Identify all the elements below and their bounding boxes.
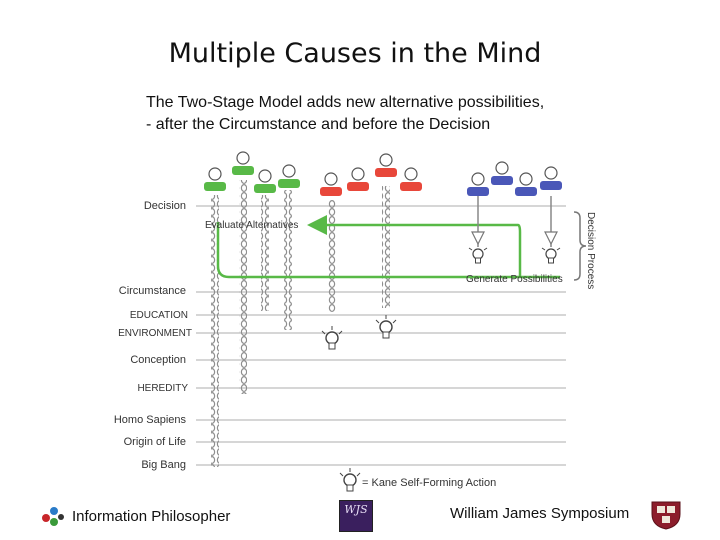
lightbulb-icon bbox=[542, 244, 560, 263]
evaluate-alternatives-label: Evaluate Alternatives bbox=[205, 220, 298, 231]
people-blue bbox=[467, 162, 562, 196]
level-lines bbox=[196, 206, 566, 465]
people-red bbox=[320, 154, 422, 196]
two-stage-model-diagram: Decision Circumstance EDUCATION ENVIRONM… bbox=[0, 0, 720, 500]
person-icon bbox=[320, 173, 342, 196]
person-icon bbox=[204, 168, 226, 191]
level-label-environment: ENVIRONMENT bbox=[118, 328, 192, 339]
legend-lightbulb-icon bbox=[340, 468, 360, 491]
person-icon bbox=[347, 168, 369, 191]
lightbulb-icon bbox=[376, 315, 396, 338]
chain-6 bbox=[382, 186, 390, 308]
person-icon bbox=[400, 168, 422, 191]
chain-3 bbox=[261, 195, 269, 311]
lightbulb-icon bbox=[469, 244, 487, 263]
decision-process-bracket bbox=[574, 212, 586, 280]
decision-process-label: Decision Process bbox=[585, 212, 596, 289]
person-icon bbox=[254, 170, 276, 193]
level-label-education: EDUCATION bbox=[130, 310, 188, 321]
wjs-logo-text: WJS bbox=[340, 501, 372, 515]
person-icon bbox=[491, 162, 513, 185]
person-icon bbox=[540, 167, 562, 190]
person-icon bbox=[278, 165, 300, 188]
person-icon bbox=[467, 173, 489, 196]
level-label-homo-sapiens: Homo Sapiens bbox=[114, 414, 187, 426]
chain-2 bbox=[239, 180, 247, 394]
generate-possibilities-label: Generate Possibilities bbox=[466, 274, 563, 285]
footer-left: Information Philosopher bbox=[40, 505, 230, 527]
legend-label: = Kane Self-Forming Action bbox=[362, 477, 496, 489]
lightbulb-icon bbox=[322, 326, 342, 349]
information-philosopher-logo-icon bbox=[40, 505, 66, 527]
level-label-origin-of-life: Origin of Life bbox=[124, 436, 186, 448]
chain-5 bbox=[328, 200, 336, 312]
person-icon bbox=[232, 152, 254, 175]
person-icon bbox=[515, 173, 537, 196]
level-labels: Decision Circumstance EDUCATION ENVIRONM… bbox=[114, 200, 192, 471]
wjs-logo: WJS bbox=[339, 500, 373, 532]
chain-4 bbox=[284, 190, 292, 330]
level-label-big-bang: Big Bang bbox=[141, 459, 186, 471]
footer-left-text: Information Philosopher bbox=[72, 508, 230, 525]
university-shield-icon bbox=[650, 500, 682, 530]
person-icon bbox=[375, 154, 397, 177]
footer-right-text: William James Symposium bbox=[450, 505, 629, 522]
level-label-circumstance: Circumstance bbox=[119, 285, 186, 297]
people-green bbox=[204, 152, 300, 193]
level-label-conception: Conception bbox=[130, 354, 186, 366]
level-label-decision: Decision bbox=[144, 200, 186, 212]
blue-descent-arrows bbox=[472, 196, 557, 244]
level-label-heredity: HEREDITY bbox=[137, 383, 188, 394]
